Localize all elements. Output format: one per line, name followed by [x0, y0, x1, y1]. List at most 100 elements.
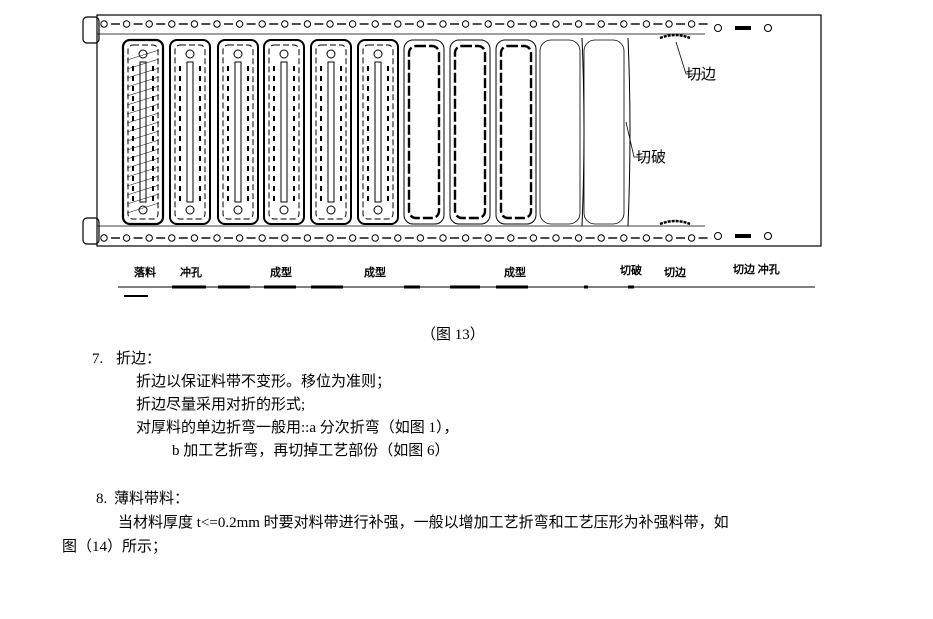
pilot-hole [326, 234, 334, 242]
pilot-hole [213, 234, 221, 242]
pilot-hole [529, 20, 538, 28]
hatch-line [126, 58, 160, 70]
strip-layout-figure: 切边 切破 [82, 14, 822, 297]
pilot-hole [122, 234, 131, 242]
pilot-hole [416, 234, 425, 242]
section-7-line: b 加工艺折弯，再切掉工艺部份（如图 6） [172, 443, 450, 459]
pilot-hole [303, 234, 312, 242]
station-part [357, 39, 399, 225]
hatch-line [126, 121, 160, 133]
hatch-line [126, 67, 160, 79]
station-inner [407, 44, 441, 220]
pilot-hole [281, 234, 289, 242]
station-part [495, 39, 537, 225]
edge-cut-callout: 切边 [686, 66, 716, 83]
station-part [583, 39, 625, 225]
hatch-line [126, 148, 160, 160]
pilot-hole [552, 20, 560, 28]
pilot-hole [258, 234, 266, 242]
station-hole [185, 49, 195, 59]
pilot-hole [100, 20, 108, 28]
pilot-hole [620, 20, 628, 28]
hatch-line [126, 112, 160, 124]
station-label: 成型 [270, 267, 292, 279]
pilot-hole [190, 20, 199, 28]
pilot-hole [687, 20, 696, 28]
pilot-hole [764, 232, 772, 240]
station-inner [268, 44, 300, 220]
station-inner [453, 44, 487, 220]
hatch-line [126, 157, 160, 169]
cut-line [581, 37, 585, 227]
pilot-hole [122, 20, 131, 28]
pilot-hole [507, 234, 515, 242]
cut-line [627, 37, 631, 227]
pilot-hole [484, 234, 492, 242]
pilot-hole [574, 234, 583, 242]
strip-tab-bottom [82, 217, 100, 245]
section-7-line: 折边尽量采用对折的形式; [136, 397, 306, 413]
station-hole [185, 205, 195, 215]
edge-cut-mark [659, 219, 691, 226]
station-label: 切边 冲孔 [733, 264, 780, 276]
pilot-hole [371, 20, 379, 28]
pilot-hole [235, 234, 244, 242]
station-hole [326, 49, 336, 59]
pilot-hole [439, 20, 447, 28]
pilot-hole [145, 234, 153, 242]
pilot-hole [168, 234, 176, 242]
pilot-hole [100, 234, 108, 242]
pilot-hole [642, 234, 651, 242]
station-inner [499, 44, 533, 220]
station-slot [280, 61, 288, 203]
station-part [263, 39, 305, 225]
figure-caption: （图 13） [421, 327, 485, 343]
edge-cut-mark [659, 33, 691, 40]
pilot-hole [665, 20, 673, 28]
hatch-line [126, 85, 160, 97]
station-inner [127, 44, 159, 220]
station-label: 冲孔 [180, 267, 202, 279]
station-slot [374, 61, 382, 203]
pilot-hole [371, 234, 379, 242]
pilot-hole [258, 20, 266, 28]
section-8-number: 8. [96, 491, 108, 507]
pilot-hole [168, 20, 176, 28]
station-label: 切边 [664, 267, 686, 279]
pilot-hole [213, 20, 221, 28]
station-part [403, 39, 445, 225]
hatch-line [126, 49, 160, 61]
hatch-line [126, 166, 160, 178]
hatch-line [126, 193, 160, 205]
station-label: 成型 [364, 267, 386, 279]
station-inner [315, 44, 347, 220]
pilot-hole [687, 234, 696, 242]
pilot-hole [394, 20, 402, 28]
station-label: 落料 [134, 267, 156, 279]
hatch-line [126, 184, 160, 196]
pilot-hole [714, 232, 722, 240]
hatch-line [126, 130, 160, 142]
station-hole [233, 49, 243, 59]
hatch-line [126, 202, 160, 214]
section-7-heading: 折边： [116, 351, 162, 367]
hatch-line [126, 94, 160, 106]
pilot-hole [416, 20, 425, 28]
break-cut-callout: 切破 [636, 149, 666, 166]
hatch-line [126, 103, 160, 115]
pilot-hole [507, 20, 515, 28]
pilot-hole [597, 234, 605, 242]
station-part [121, 38, 165, 226]
hatch-line [126, 76, 160, 88]
pilot-hole [665, 234, 673, 242]
station-inner [222, 44, 254, 220]
pilot-hole [620, 234, 628, 242]
station-slot [139, 61, 147, 203]
pierce-slot [735, 26, 751, 30]
section-8-heading: 薄料带料： [114, 491, 190, 507]
station-hole [279, 205, 289, 215]
station-hole [279, 49, 289, 59]
station-part [539, 39, 581, 225]
hatch-line [126, 175, 160, 187]
strip-tab-top [82, 16, 100, 44]
